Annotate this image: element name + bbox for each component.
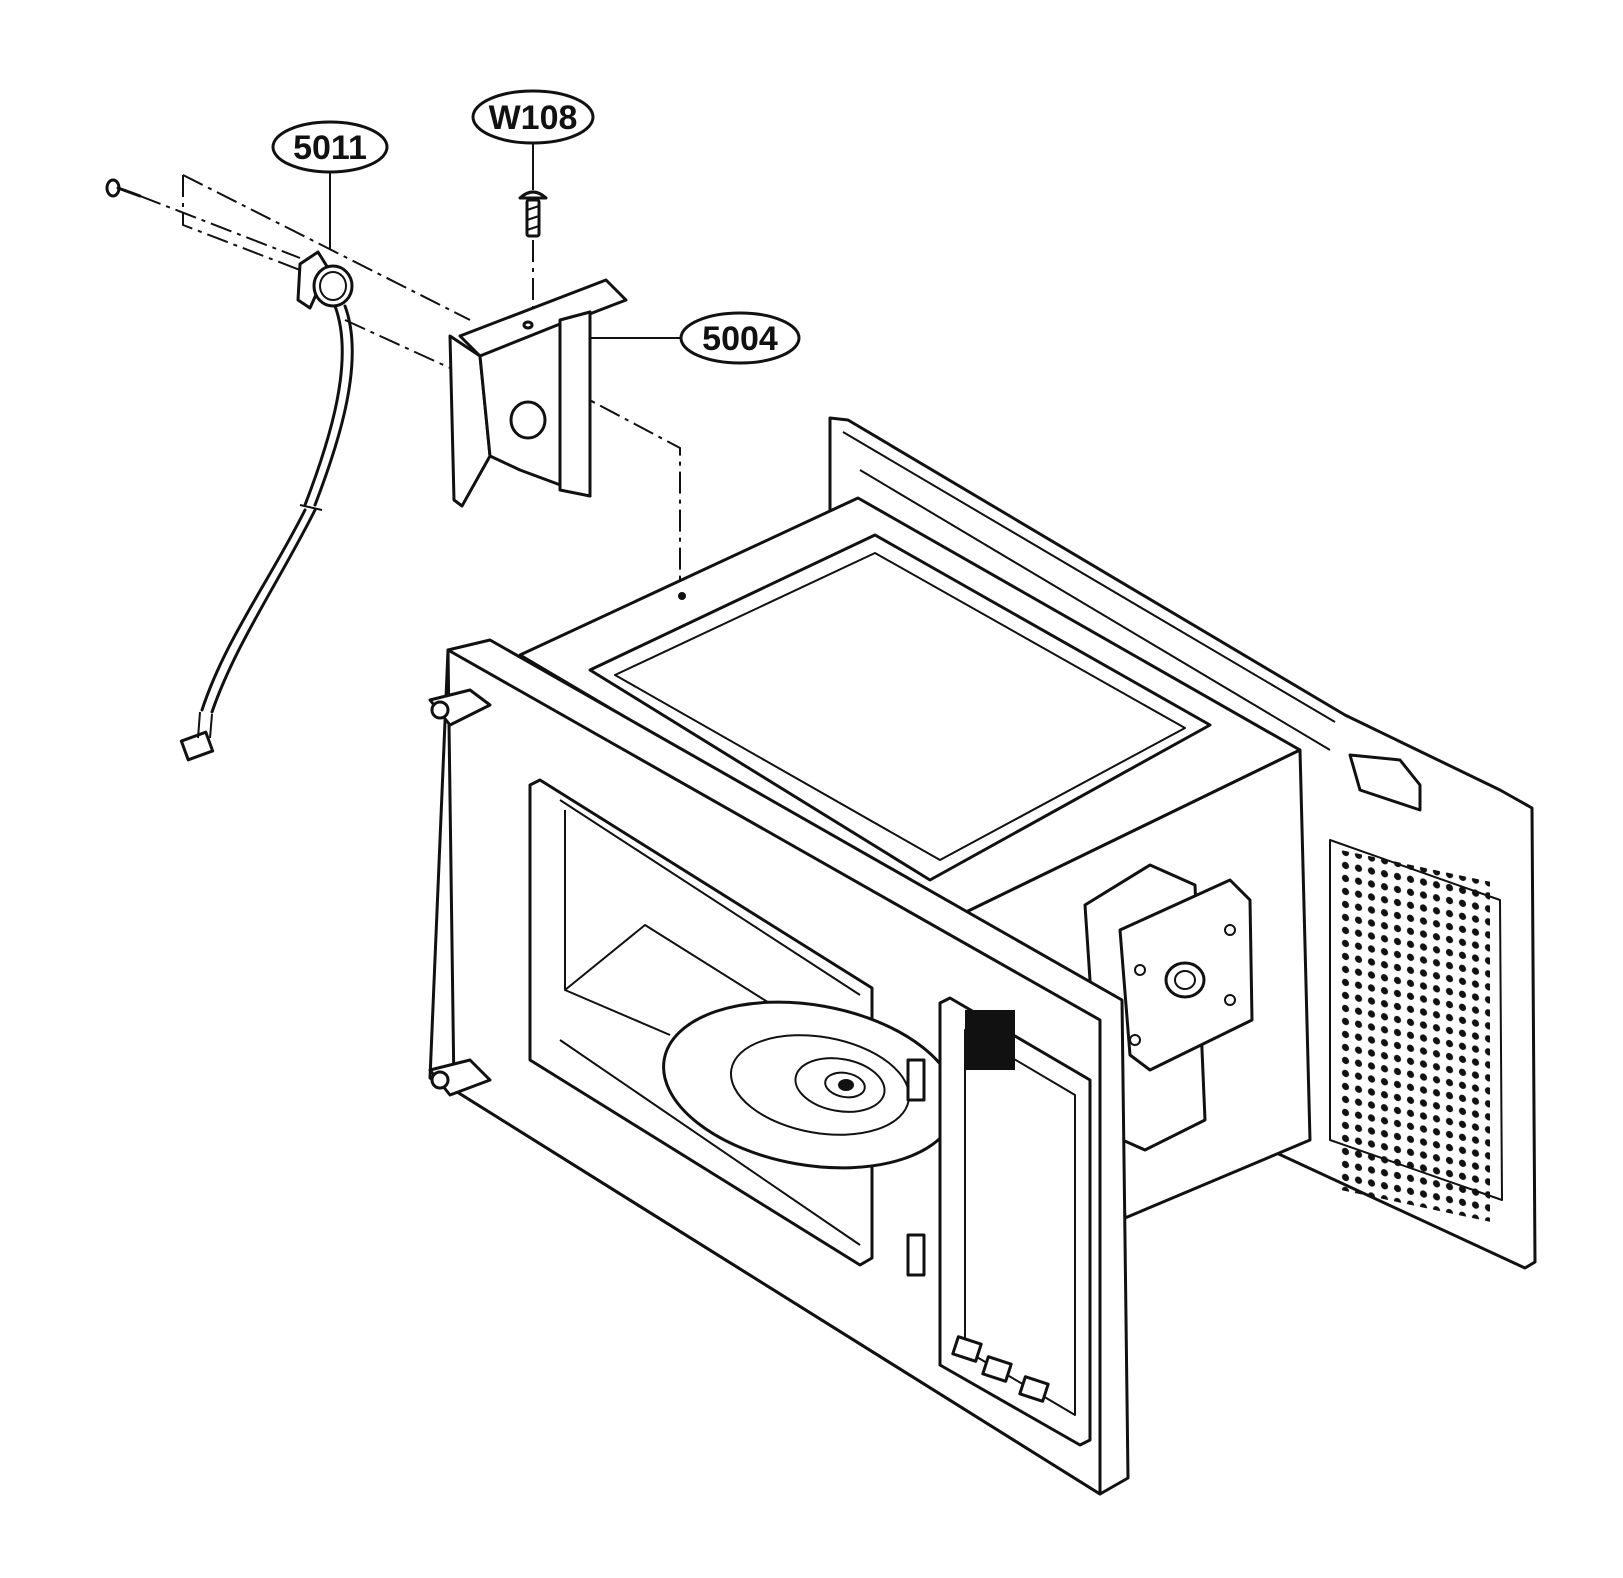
bracket-5004 [448,278,628,508]
callout-w108: W108 [471,89,595,190]
callout-5011: 5011 [271,120,389,250]
vent-grille [1329,753,1503,1222]
callout-5004: 5004 [590,311,801,365]
callout-w108-label: W108 [489,99,578,137]
thermal-sensor-5011 [179,250,354,762]
callout-5011-label: 5011 [293,129,367,167]
callout-5004-label: 5004 [702,320,778,358]
assembly-guide-lines [139,174,681,588]
front-frame [428,638,1130,1496]
microwave-cavity-assembly [428,416,1537,1496]
screw-w108 [518,190,548,238]
mounting-screw [105,178,142,198]
